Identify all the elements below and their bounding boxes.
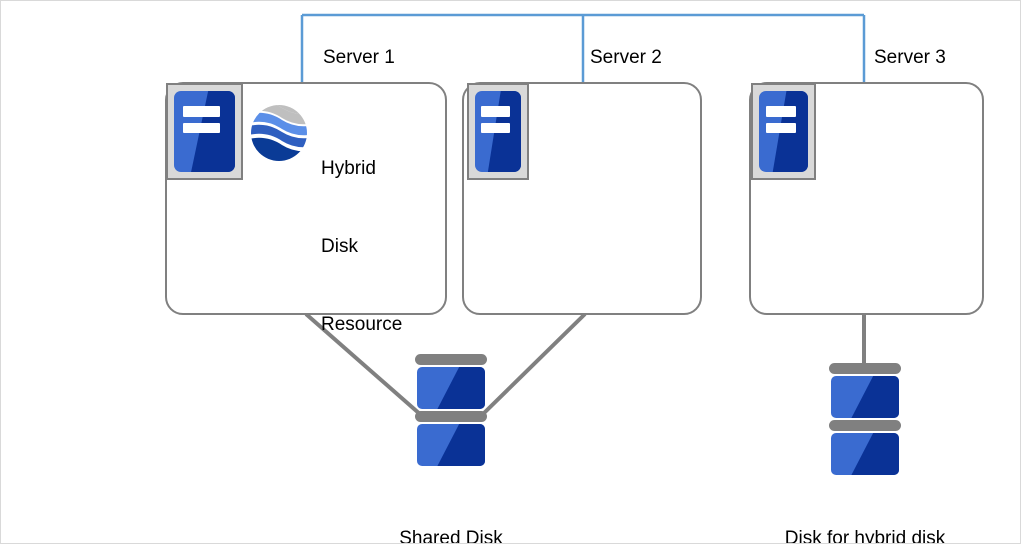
server-chassis-bar-bottom <box>765 122 797 134</box>
network-bus <box>300 13 866 82</box>
server-chassis-bar-top <box>182 106 221 117</box>
disk-platter-shade <box>851 433 899 475</box>
shared-disk-label-line-1: Shared Disk <box>399 528 503 544</box>
disk-platter-upper <box>417 367 485 409</box>
server-chassis-bar-top <box>765 106 797 117</box>
shared-disk-label: Shared Disk for hybrid disk resource <box>301 471 601 544</box>
disk-cap-middle <box>415 411 487 422</box>
disk-cap-top <box>415 354 487 365</box>
disk-platter-lower <box>831 433 899 475</box>
resource-label-line-3: Resource <box>321 314 403 335</box>
server-3-chassis-icon <box>751 83 816 180</box>
server-chassis-bar-bottom <box>182 122 221 134</box>
resource-label-line-1: Hybrid <box>321 158 376 179</box>
server-chassis-body <box>759 91 808 172</box>
disk-platter-lower <box>417 424 485 466</box>
server-2-label: Server 2 <box>590 47 662 68</box>
hybrid-local-disk-icon[interactable] <box>829 363 901 475</box>
server-3-label: Server 3 <box>874 47 946 68</box>
disk-platter-shade <box>437 367 485 409</box>
server-1-box[interactable] <box>165 82 447 315</box>
disk-platter-shade <box>851 376 899 418</box>
server-1-chassis-icon <box>166 83 243 180</box>
disk-connector-lines <box>304 312 866 417</box>
shared-disk-icon[interactable] <box>415 354 487 466</box>
hybrid-local-disk-label-line-1: Disk for hybrid disk <box>784 528 946 544</box>
server-2-chassis-icon <box>467 83 529 180</box>
server-chassis-bar-top <box>481 106 510 117</box>
disk-platter-upper <box>831 376 899 418</box>
disk-cap-top <box>829 363 901 374</box>
server-chassis-body <box>174 91 235 172</box>
disk-cap-middle <box>829 420 901 431</box>
server-1-label: Server 1 <box>323 47 395 68</box>
resource-label-line-2: Disk <box>321 236 358 257</box>
hybrid-disk-resource-icon <box>248 102 310 164</box>
server-chassis-bar-bottom <box>481 122 510 134</box>
server-chassis-body <box>475 91 521 172</box>
server-1-resource-label: Hybrid Disk Resource <box>321 104 402 390</box>
disk-platter-shade <box>437 424 485 466</box>
hybrid-local-disk-label: Disk for hybrid disk resource <box>715 471 1015 544</box>
